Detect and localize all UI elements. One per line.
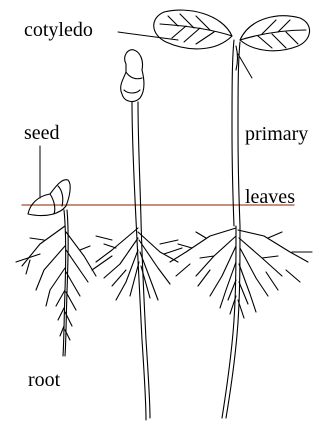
primary-leaves-leader-line	[238, 54, 252, 78]
primary-leaf-left	[154, 10, 232, 49]
cotyledo-leader-line	[118, 32, 178, 40]
label-primary-line1: primary	[245, 124, 308, 145]
label-primary-leaves: primary leaves	[245, 82, 308, 229]
stage-seed	[16, 180, 96, 356]
label-seed: seed	[24, 123, 60, 144]
label-root: root	[28, 370, 60, 391]
mature-taproot	[222, 226, 236, 418]
stage-cotyledon-seedling	[92, 50, 182, 420]
seed-radicle	[63, 210, 66, 356]
label-primary-line2: leaves	[245, 187, 308, 208]
label-cotyledo: cotyledo	[24, 20, 93, 41]
mature-stem	[232, 40, 234, 226]
cotyledon-hook	[121, 50, 144, 102]
